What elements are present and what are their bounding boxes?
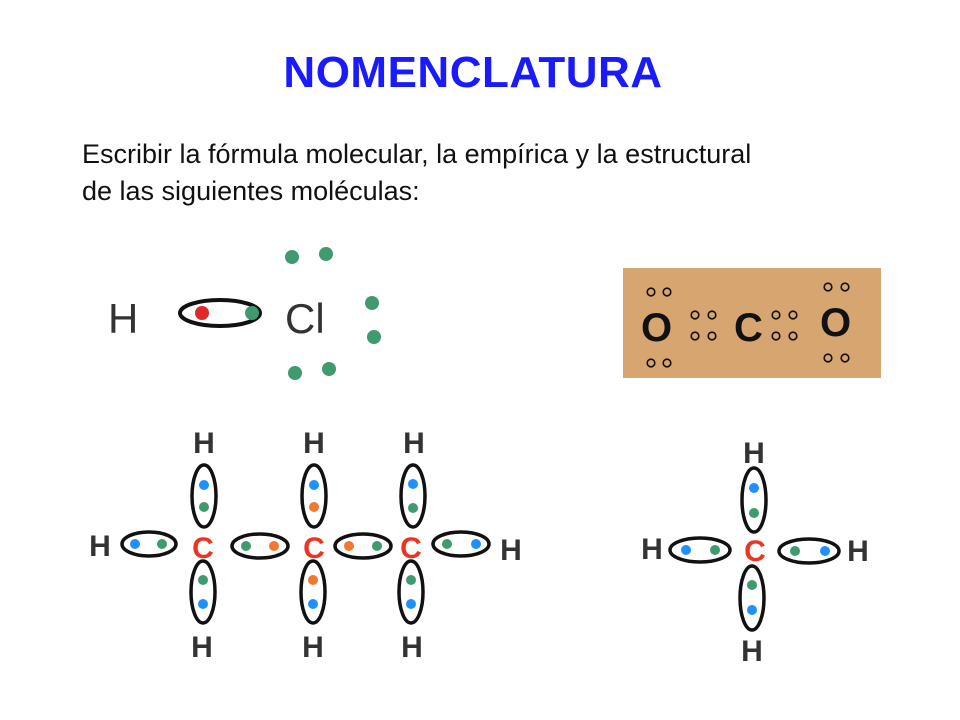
propane-hydrogen-electron (408, 479, 418, 489)
propane-carbon-electron (406, 575, 416, 585)
hcl-lone-electron (285, 250, 299, 264)
propane-bond-ellipse (230, 532, 290, 560)
methane-hydrogen-electron (747, 605, 757, 615)
propane-hydrogen-electron (309, 480, 319, 490)
co2-oxygen-symbol-right: O (820, 301, 851, 345)
methane-carbon-electron (790, 546, 800, 556)
co2-oxygen-symbol-left: O (641, 306, 672, 350)
methane-bond-ellipse (668, 536, 732, 564)
propane-hydrogen-symbol: H (303, 427, 325, 460)
co2-electron (823, 353, 833, 363)
instruction-line-1: Escribir la fórmula molecular, la empíri… (82, 139, 752, 169)
propane-hydrogen-symbol: H (403, 427, 425, 460)
hcl-lone-electron (322, 362, 336, 376)
co2-electron (646, 358, 656, 368)
instruction-text: Escribir la fórmula molecular, la empíri… (82, 136, 902, 210)
co2-electron-dots (646, 282, 850, 368)
co2-electron (771, 310, 781, 320)
propane-bond-ellipse (397, 559, 425, 625)
hcl-bond-ellipse (178, 298, 262, 328)
propane-hydrogen-symbol: H (191, 631, 213, 664)
methane-lewis-diagram: C H H H H (641, 437, 869, 668)
methane-carbon-electron (747, 580, 757, 590)
propane-hydrogen-electron (130, 539, 140, 549)
propane-bond-ellipse (120, 530, 178, 558)
methane-hydrogen-symbol: H (641, 533, 663, 566)
co2-electron (823, 282, 833, 292)
hcl-lone-electron (365, 296, 379, 310)
propane-hydrogen-symbol: H (89, 530, 111, 563)
propane-hydrogen-electron (198, 599, 208, 609)
co2-electron (840, 282, 850, 292)
propane-hydrogen-electron (199, 480, 209, 490)
propane-carbon-symbol: C (400, 532, 422, 565)
propane-carbon-electron (442, 539, 452, 549)
co2-electron (690, 331, 700, 341)
propane-bond-ellipse (431, 530, 491, 558)
instruction-line-2: de las siguientes moléculas: (82, 176, 420, 206)
propane-central-carbon-electron (269, 541, 279, 551)
slide-title: NOMENCLATURA (283, 48, 663, 97)
co2-electron (690, 310, 700, 320)
propane-hydrogen-symbol: H (500, 534, 522, 567)
hcl-hydrogen-electron (195, 306, 209, 320)
co2-electron (707, 331, 717, 341)
propane-bond-ellipse (189, 559, 217, 625)
propane-hydrogen-symbol: H (193, 427, 215, 460)
propane-carbon-electron (198, 575, 208, 585)
methane-hydrogen-symbol: H (741, 635, 763, 668)
propane-carbon-electron (241, 541, 251, 551)
propane-carbon-electron (199, 502, 209, 512)
hcl-lone-electron (319, 247, 333, 261)
propane-central-carbon-electron (344, 541, 354, 551)
methane-carbon-symbol: C (744, 535, 766, 568)
propane-carbon-electron (372, 541, 382, 551)
methane-carbon-electron (710, 545, 720, 555)
methane-bond-ellipse (738, 564, 766, 632)
propane-carbon-electron (157, 539, 167, 549)
propane-hydrogen-electron (406, 599, 416, 609)
propane-carbon-symbol: C (303, 532, 325, 565)
methane-hydrogen-electron (749, 483, 759, 493)
methane-bond-ellipse (740, 466, 768, 534)
methane-hydrogen-symbol: H (743, 437, 765, 470)
propane-hydrogen-symbol: H (401, 631, 423, 664)
propane-bond-ellipse (333, 532, 393, 560)
co2-electron (662, 287, 672, 297)
propane-carbon-symbol: C (192, 532, 214, 565)
methane-bond-ellipse (777, 537, 841, 565)
hcl-lone-electron (288, 366, 302, 380)
propane-bond-ellipse (190, 463, 218, 529)
co2-carbon-symbol: C (734, 306, 763, 350)
propane-hydrogen-symbol: H (302, 631, 324, 664)
co2-electron (771, 331, 781, 341)
methane-carbon-electron (749, 508, 759, 518)
propane-central-carbon-electron (309, 502, 319, 512)
propane-hydrogen-electron (308, 599, 318, 609)
propane-central-carbon-electron (308, 575, 318, 585)
co2-electron (840, 353, 850, 363)
co2-electron (662, 358, 672, 368)
propane-carbon-electron (408, 503, 418, 513)
co2-electron (646, 287, 656, 297)
co2-electron (788, 310, 798, 320)
methane-hydrogen-electron (681, 545, 691, 555)
co2-electron (707, 310, 717, 320)
propane-bond-ellipse (300, 463, 328, 529)
propane-bond-ellipse (399, 463, 427, 529)
propane-lewis-diagram: C C C H H H H H H H H (89, 427, 522, 664)
propane-bond-ellipse (299, 559, 327, 625)
methane-hydrogen-symbol: H (847, 535, 869, 568)
hcl-chlorine-symbol: Cl (285, 295, 325, 342)
hcl-shared-electron (245, 306, 259, 320)
hcl-hydrogen-symbol: H (108, 295, 138, 342)
hcl-lewis-diagram: H Cl (108, 247, 381, 380)
co2-electron (788, 331, 798, 341)
propane-hydrogen-electron (471, 539, 481, 549)
methane-hydrogen-electron (820, 546, 830, 556)
hcl-lone-electron (367, 330, 381, 344)
co2-lewis-diagram: O C O (623, 268, 881, 378)
